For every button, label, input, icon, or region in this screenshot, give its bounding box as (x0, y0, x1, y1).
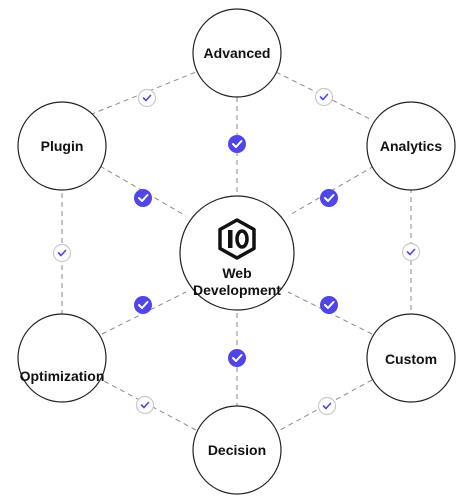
center-label-line2: Development (193, 282, 281, 298)
outline-check-badges (52, 87, 421, 416)
center-node[interactable]: Web Development (179, 195, 295, 311)
node-custom-label: Custom (385, 351, 437, 367)
check-circle-filled-icon (320, 189, 338, 207)
check-circle-outline-icon (137, 88, 157, 108)
check-circle-filled-icon (228, 135, 246, 153)
node-plugin-label: Plugin (41, 138, 84, 154)
check-circle-filled-icon (228, 349, 246, 367)
node-advanced-circle (192, 8, 282, 98)
center-label-line1: Web (222, 265, 251, 281)
check-circle-outline-icon (135, 395, 155, 415)
node-optimization-label: Optimization (20, 368, 105, 384)
filled-check-badges (134, 135, 338, 367)
check-circle-filled-icon (320, 296, 338, 314)
check-circle-outline-icon (317, 396, 337, 416)
node-advanced-label: Advanced (204, 45, 271, 61)
node-optimization-circle (17, 313, 107, 403)
node-custom-circle (366, 313, 456, 403)
connector-plugin-advanced (81, 71, 197, 119)
check-circle-outline-icon (52, 243, 72, 263)
check-circle-outline-icon (401, 242, 421, 262)
node-custom[interactable]: Custom (366, 313, 456, 403)
hexagon-1o-logo-icon (218, 218, 256, 260)
node-decision[interactable]: Decision (192, 405, 282, 495)
node-plugin-circle (17, 101, 107, 191)
check-circle-filled-icon (134, 189, 152, 207)
node-advanced[interactable]: Advanced (192, 8, 282, 98)
check-circle-outline-icon (314, 87, 334, 107)
check-circle-filled-icon (134, 296, 152, 314)
node-plugin[interactable]: Plugin (17, 101, 107, 191)
node-decision-circle (192, 405, 282, 495)
node-analytics[interactable]: Analytics (366, 101, 456, 191)
node-analytics-label: Analytics (380, 138, 442, 154)
node-decision-label: Decision (208, 442, 266, 458)
node-analytics-circle (366, 101, 456, 191)
node-optimization[interactable]: Optimization (17, 313, 107, 403)
